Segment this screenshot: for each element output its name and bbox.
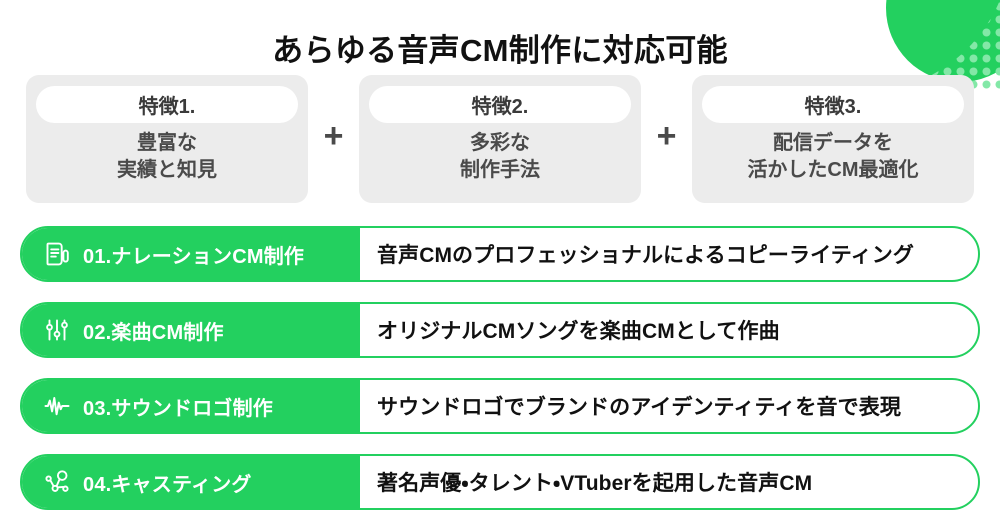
equalizer-sliders-icon [42,315,72,345]
feature-card-3-body: 配信データを 活かしたCM最適化 [747,132,919,181]
feature-card-1-label: 特徴1. [36,86,298,123]
service-row-3-title: 03.サウンドロゴ制作 [83,397,274,420]
feature-card-2-body: 多彩な 制作手法 [460,132,540,181]
plus-separator-2: + [656,117,677,155]
feature-card-3-label: 特徴3. [702,86,964,123]
service-row[interactable]: 03.サウンドロゴ制作 サウンドロゴでブランドのアイデンティティを音で表現 [20,378,980,434]
service-row-list: 01.ナレーションCM制作 音声CMのプロフェッショナルによるコピーライティング [20,226,980,523]
service-row-4-label: 04.キャスティング [22,456,360,508]
service-row-2-title: 02.楽曲CM制作 [83,321,224,344]
service-row-2-label: 02.楽曲CM制作 [22,304,360,356]
page-title: あらゆる音声CM制作に対応可能 [272,32,728,68]
service-row[interactable]: 02.楽曲CM制作 オリジナルCMソングを楽曲CMとして作曲 [20,302,980,358]
feature-card-group: 特徴1. 豊富な 実績と知見 + 特徴2. 多彩な 制作手法 + 特徴3. 配信… [26,75,974,203]
service-row-1-title: 01.ナレーションCM制作 [83,245,305,268]
service-row-1-label: 01.ナレーションCM制作 [22,228,360,280]
feature-card-2-label: 特徴2. [369,86,631,123]
document-pen-icon [42,239,72,269]
service-row-3-label: 03.サウンドロゴ制作 [22,380,360,432]
feature-card-2: 特徴2. 多彩な 制作手法 [359,75,641,203]
service-row[interactable]: 01.ナレーションCM制作 音声CMのプロフェッショナルによるコピーライティング [20,226,980,282]
waveform-pulse-icon [42,391,72,421]
service-row-2-description: オリジナルCMソングを楽曲CMとして作曲 [377,320,780,343]
plus-separator-1: + [323,117,344,155]
service-row-4-title: 04.キャスティング [83,473,252,496]
service-row[interactable]: 04.キャスティング 著名声優・タレント・VTuberを起用した音声CM [20,454,980,510]
feature-card-1-body: 豊富な 実績と知見 [117,132,217,181]
service-row-3-description: サウンドロゴでブランドのアイデンティティを音で表現 [377,396,901,419]
service-row-1-description: 音声CMのプロフェッショナルによるコピーライティング [377,244,914,267]
service-row-4-description: 著名声優・タレント・VTuberを起用した音声CM [377,472,813,495]
feature-card-1: 特徴1. 豊富な 実績と知見 [26,75,308,203]
network-nodes-icon [42,467,72,497]
feature-card-3: 特徴3. 配信データを 活かしたCM最適化 [692,75,974,203]
